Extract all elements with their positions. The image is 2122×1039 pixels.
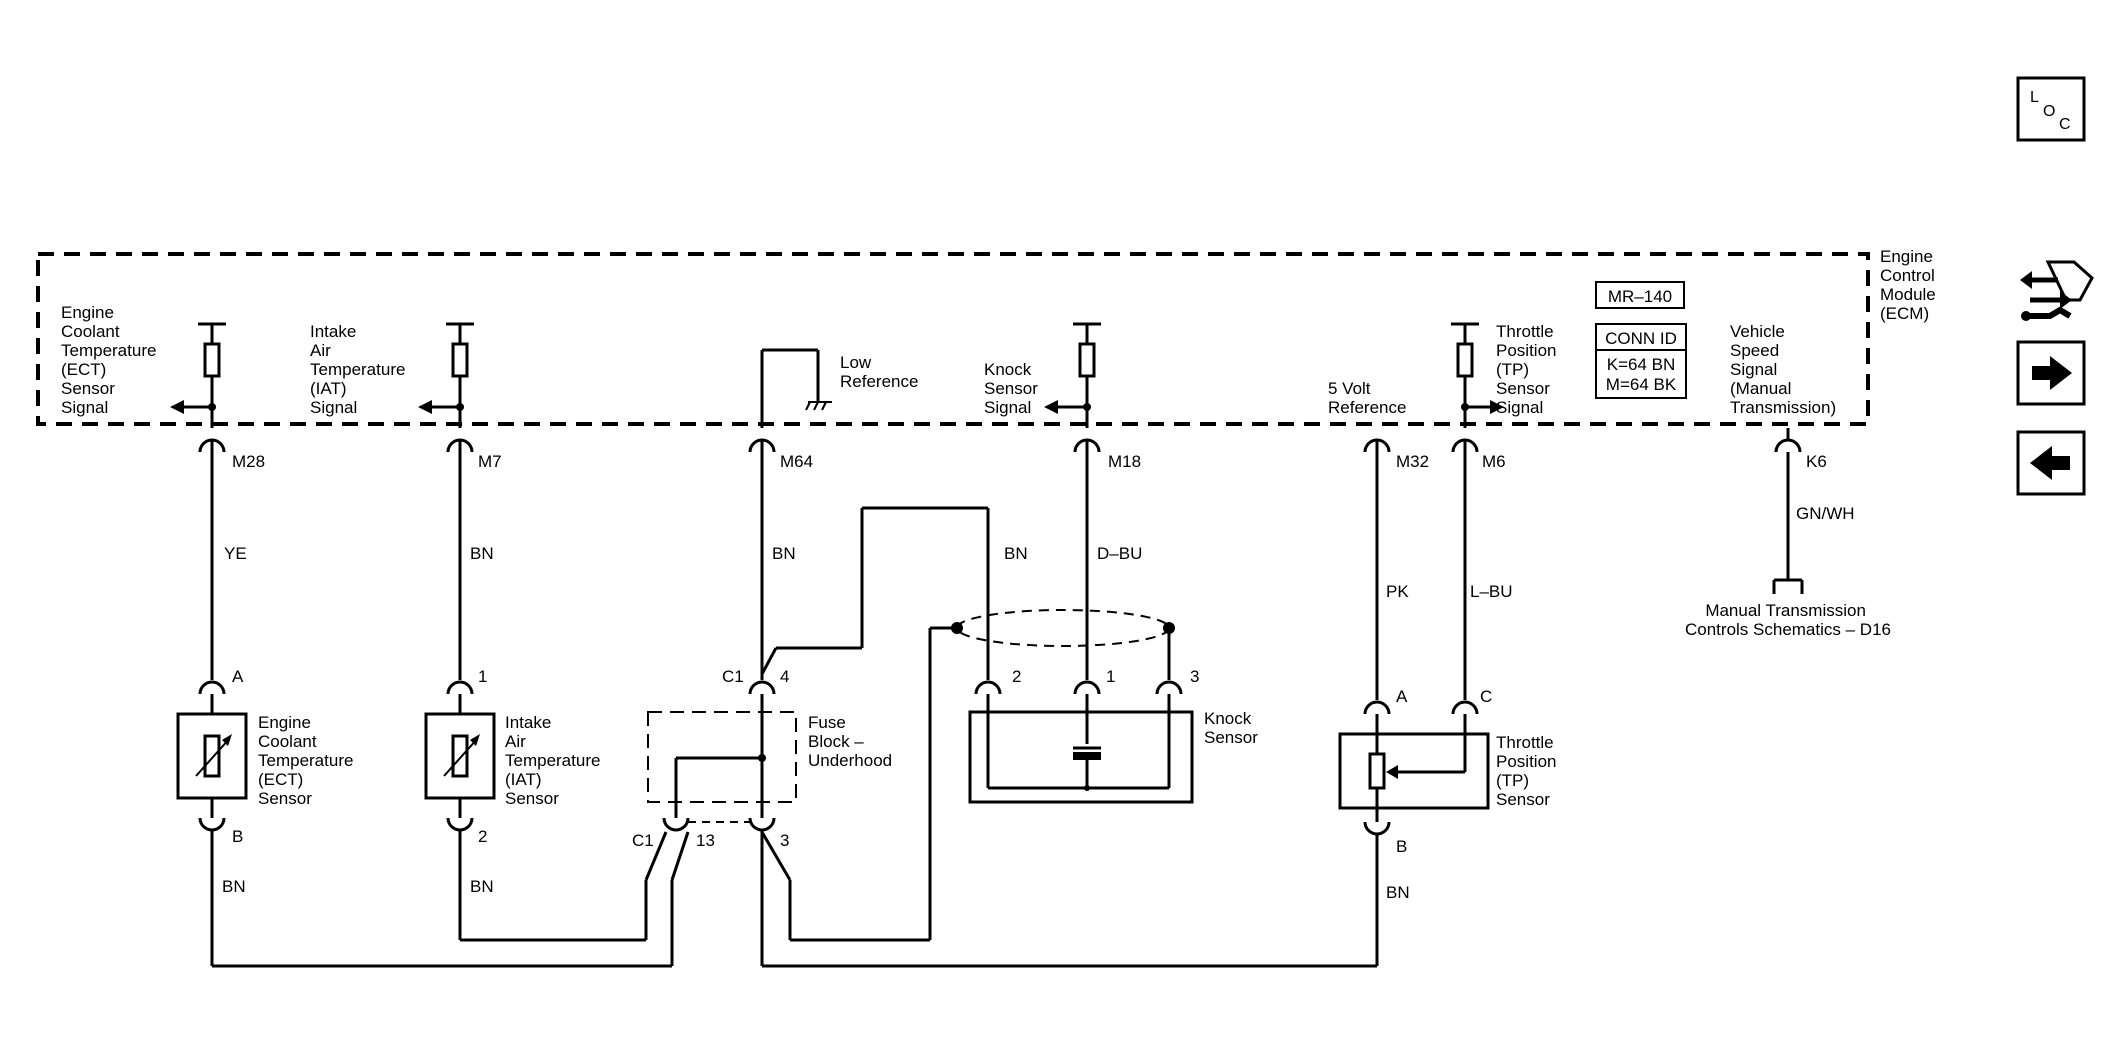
low-reference-circuit xyxy=(647,348,990,966)
ecm-boundary xyxy=(36,252,1870,426)
conn-id-title: CONN ID xyxy=(1605,329,1677,348)
next-arrow-icon[interactable] xyxy=(2016,340,2086,406)
pin-m32: M32 xyxy=(1396,452,1429,471)
ect-pin-a: A xyxy=(232,667,244,686)
tp-sensor xyxy=(1338,732,1490,810)
vss-label: Vehicle Speed Signal (Manual Transmissio… xyxy=(1730,322,1836,417)
conn-id-m: M=64 BK xyxy=(1606,375,1677,394)
svg-text:L: L xyxy=(2030,89,2039,106)
connector-info-icon[interactable] xyxy=(2020,260,2094,321)
tp-circuit xyxy=(1338,322,1504,966)
fuse-pin-4: 4 xyxy=(780,667,789,686)
knock-pin-3: 3 xyxy=(1190,667,1199,686)
wire-ye: YE xyxy=(224,544,247,563)
connector-fuse-c1-4 xyxy=(748,680,776,695)
five-volt-label: 5 Volt Reference xyxy=(1328,379,1406,417)
doc-ref-box xyxy=(1595,281,1685,309)
knock-signal-label: Knock Sensor Signal xyxy=(984,360,1043,417)
fuse-block-boundary xyxy=(647,711,797,803)
low-reference-label: Low Reference xyxy=(840,353,918,391)
svg-text:C: C xyxy=(2059,116,2071,133)
signal-arrow-icon xyxy=(1490,400,1504,414)
previous-arrow-icon[interactable] xyxy=(2016,430,2086,496)
ect-circuit xyxy=(170,322,248,966)
wire-bn-iat: BN xyxy=(470,544,494,563)
tp-pullup-resistor xyxy=(1456,342,1474,378)
conn-id-box xyxy=(1595,323,1687,399)
knock-resistor xyxy=(1078,342,1096,378)
ect-sensor-label: Engine Coolant Temperature (ECT) Sensor xyxy=(258,713,358,808)
iat-pin-2: 2 xyxy=(478,827,487,846)
pin-m28: M28 xyxy=(232,452,265,471)
pin-m18: M18 xyxy=(1108,452,1141,471)
ground-icon xyxy=(805,401,832,411)
fuse-c1-top: C1 xyxy=(722,667,744,686)
pullup-resistor-ect xyxy=(203,342,221,378)
knock-pin-2: 2 xyxy=(1012,667,1021,686)
wire-bn-knock: BN xyxy=(1004,544,1028,563)
wire-bn-m64: BN xyxy=(772,544,796,563)
iat-pin-1: 1 xyxy=(478,667,487,686)
connector-k6 xyxy=(1774,438,1802,453)
pin-m6: M6 xyxy=(1482,452,1506,471)
wire-gnwh: GN/WH xyxy=(1796,504,1855,523)
iat-sensor-label: Intake Air Temperature (IAT) Sensor xyxy=(505,713,605,808)
wire-bn-ect-low: BN xyxy=(222,877,246,896)
iat-signal-label: Intake Air Temperature (IAT) Signal xyxy=(310,322,410,417)
ect-signal-label: Engine Coolant Temperature (ECT) Sensor … xyxy=(61,303,161,417)
iat-circuit xyxy=(418,322,668,942)
ect-sensor xyxy=(176,712,248,800)
pin-m7: M7 xyxy=(478,452,502,471)
vss-circuit xyxy=(1772,428,1804,594)
wire-bn-iat-low: BN xyxy=(470,877,494,896)
signal-arrow-icon xyxy=(418,400,432,414)
knock-sensor-label: Knock Sensor xyxy=(1204,709,1258,747)
knock-circuit xyxy=(951,322,1194,804)
signal-arrow-icon xyxy=(1044,400,1058,414)
fuse-c1-bottom: C1 xyxy=(632,831,654,850)
tp-signal-label: Throttle Position (TP) Sensor Signal xyxy=(1496,322,1561,417)
manual-trans-ref[interactable]: Manual Transmission Controls Schematics … xyxy=(1685,601,1891,639)
tp-pin-b: B xyxy=(1396,837,1407,856)
pin-m64: M64 xyxy=(780,452,813,471)
knock-pin-1: 1 xyxy=(1106,667,1115,686)
svg-text:O: O xyxy=(2043,103,2055,120)
fuse-block-label: Fuse Block – Underhood xyxy=(808,713,892,770)
loc-icon[interactable]: L O C xyxy=(2016,76,2086,142)
iat-sensor xyxy=(424,712,496,800)
knock-sensor xyxy=(968,710,1194,804)
conn-id-k: K=64 BN xyxy=(1607,355,1676,374)
tp-pin-a: A xyxy=(1396,687,1408,706)
wire-bn-tp-low: BN xyxy=(1386,883,1410,902)
fuse-pin-3: 3 xyxy=(780,831,789,850)
ect-pin-b: B xyxy=(232,827,243,846)
wire-lbu: L–BU xyxy=(1470,582,1513,601)
pullup-resistor-iat xyxy=(451,342,469,378)
fuse-pin-13: 13 xyxy=(696,831,715,850)
doc-ref: MR–140 xyxy=(1608,287,1672,306)
wire-dbu: D–BU xyxy=(1097,544,1142,563)
tp-sensor-label: Throttle Position (TP) Sensor xyxy=(1496,733,1561,809)
tp-pin-c: C xyxy=(1480,687,1492,706)
wire-pk: PK xyxy=(1386,582,1409,601)
signal-arrow-icon xyxy=(170,400,184,414)
pin-k6: K6 xyxy=(1806,452,1827,471)
ecm-title: Engine Control Module (ECM) xyxy=(1880,247,1941,323)
